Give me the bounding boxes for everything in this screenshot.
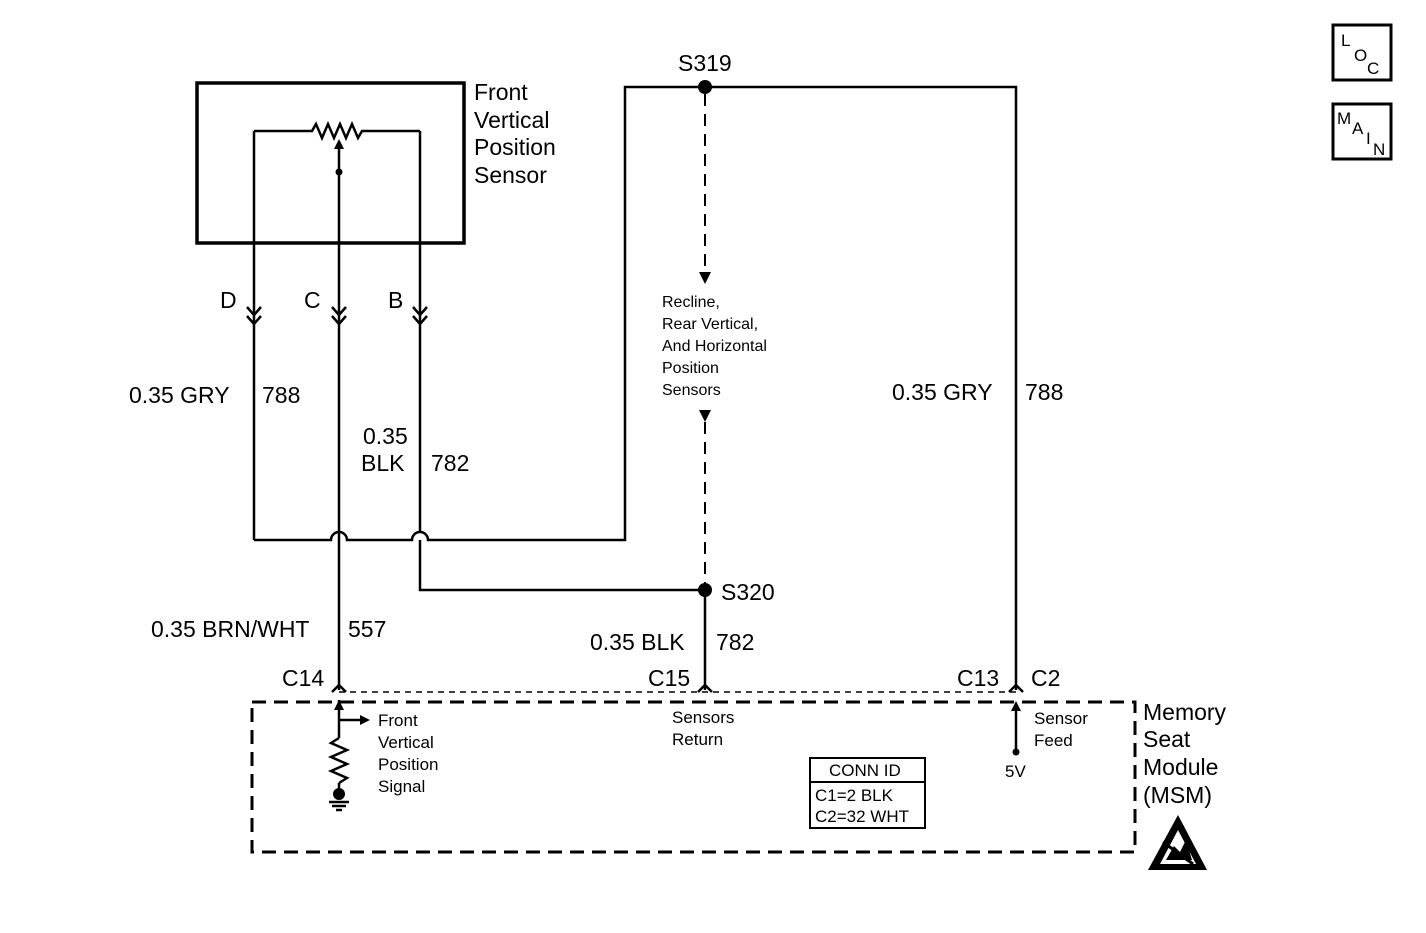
splice-s320 [698, 583, 712, 597]
module-name: Memory Seat Module (MSM) [1143, 699, 1232, 808]
blk-wire-color: 0.35 BLK [361, 423, 414, 476]
conn-id-table: CONN ID C1=2 BLK C2=32 WHT [809, 757, 926, 829]
return-wire-color: 0.35 BLK [590, 629, 685, 655]
gry-788-circuit: S319 0.35 GRY 788 0.35 GRY 788 [129, 50, 1063, 690]
svg-text:C: C [1367, 59, 1379, 78]
splice-s320-label: S320 [721, 579, 775, 605]
pin-c-label: C [304, 287, 321, 313]
conn-id-header: CONN ID [829, 761, 901, 780]
potentiometer-icon [254, 120, 420, 176]
pin-b-label: B [388, 287, 403, 313]
sensor-pin-wires: D C B [220, 131, 428, 690]
remote-sensors-label: Recline, Rear Vertical, And Horizontal P… [662, 294, 771, 399]
pin-c14-label: C14 [282, 665, 324, 691]
memory-seat-module: Memory Seat Module (MSM) Front Vertical … [250, 699, 1232, 854]
pin-c-connector-icon [331, 306, 347, 317]
arrow-right-icon [360, 715, 370, 725]
pin-c15-label: C15 [648, 665, 690, 691]
feed-voltage: 5V [1005, 762, 1026, 781]
right-wire-color: 0.35 GRY [892, 379, 993, 405]
svg-text:O: O [1354, 46, 1367, 65]
splice-s319-label: S319 [678, 50, 732, 76]
module-outline [250, 700, 1137, 854]
svg-text:M: M [1337, 109, 1351, 128]
brn-wht-557-circuit: 0.35 BRN/WHT 557 [151, 616, 386, 642]
svg-text:L: L [1341, 31, 1350, 50]
svg-text:A: A [1352, 119, 1364, 138]
splice-s319 [698, 80, 712, 94]
brn-wire-circuit: 557 [348, 616, 386, 642]
left-wire-circuit: 788 [262, 382, 300, 408]
pin-d-label: D [220, 287, 237, 313]
return-wire-circuit: 782 [716, 629, 754, 655]
module-connector-pins: C14 C15 C13 C2 [282, 665, 1060, 693]
sensor-box [195, 81, 466, 245]
left-wire-color: 0.35 GRY [129, 382, 230, 408]
blk-782-circuit: S320 0.35 BLK 782 0.35 BLK 782 [361, 423, 775, 690]
svg-text:I: I [1366, 129, 1371, 148]
signal-label: Front Vertical Position Signal [378, 711, 443, 796]
remote-sensors-link: Recline, Rear Vertical, And Horizontal P… [662, 94, 771, 585]
sensor-feed-label: Sensor Feed [1034, 709, 1093, 750]
blk-wire-circuit: 782 [431, 450, 469, 476]
svg-text:N: N [1373, 140, 1385, 159]
pin-b-connector-icon [412, 306, 428, 317]
sensor-title: Front Vertical Position Sensor [474, 79, 562, 188]
conn-id-row: C1=2 BLK [815, 786, 894, 805]
resistor-icon [327, 736, 351, 785]
right-wire-circuit: 788 [1025, 379, 1063, 405]
main-button[interactable]: M A I N [1331, 102, 1393, 161]
conn-id-row: C2=32 WHT [815, 807, 909, 826]
sensors-return-label: Sensors Return [672, 708, 739, 749]
brn-wire-color: 0.35 BRN/WHT [151, 616, 309, 642]
pin-c2-label: C2 [1031, 665, 1060, 691]
pin-c13-label: C13 [957, 665, 999, 691]
loc-button[interactable]: L O C [1331, 23, 1393, 82]
sensor-feed-circuit: 5V Sensor Feed [1005, 701, 1093, 781]
front-vertical-position-sensor: Front Vertical Position Sensor [195, 79, 562, 245]
pin-d-connector-icon [246, 306, 262, 317]
esd-warning-icon [1148, 815, 1207, 870]
ground-icon [329, 788, 349, 812]
signal-input-circuit: Front Vertical Position Signal [327, 700, 443, 812]
